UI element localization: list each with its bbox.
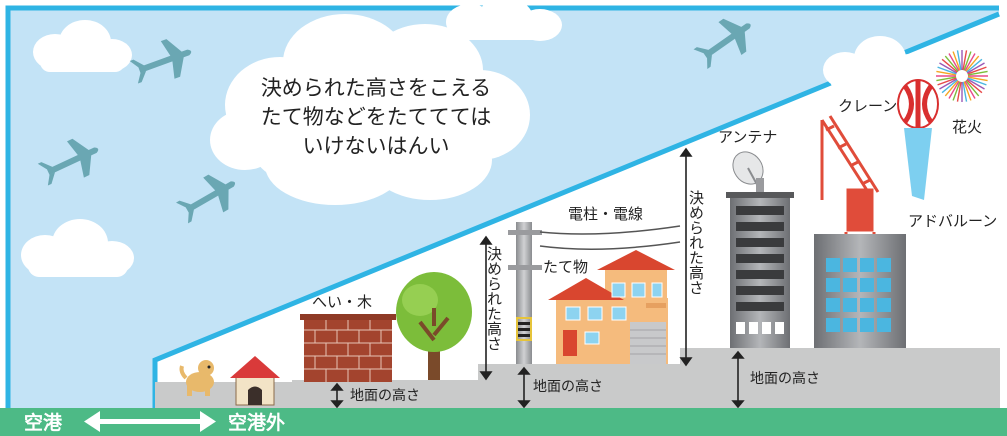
firework-spark [939,78,958,90]
firework-spark [936,70,957,76]
airplane-icon [129,39,192,84]
cloud-icon [33,20,132,72]
firework-spark [967,70,988,76]
airport-label: 空港 [24,411,63,434]
firework-spark [937,77,957,86]
firework-spark [956,81,962,102]
limit-height-label: 決められた高さ [485,246,503,351]
cloud-icon [446,0,562,41]
outside-airport-label: 空港外 [228,411,285,434]
ad-balloon-label: アドバルーン [908,212,997,230]
ground-height-label: 地面の高さ [750,370,820,387]
airplane-icon [37,138,99,186]
brick-wall [300,314,396,382]
firework-spark [962,81,968,102]
cloud-text-line-2: たて物などをたててては [261,105,492,129]
antenna-label: アンテナ [718,128,777,146]
firework-spark [962,50,968,71]
ad-balloon-icon [897,79,939,200]
ground-terrain [155,348,1000,408]
firework-spark [966,79,983,94]
building-label: たて物 [543,258,588,276]
firework-spark [952,51,961,71]
firework-spark [967,66,987,75]
firework-spark [966,62,985,74]
firework-spark [937,66,957,75]
utility-pole [508,222,542,364]
firework-spark [941,79,958,94]
firework-spark [956,50,962,71]
firework-spark [941,58,958,73]
house-icon [548,250,675,364]
firework-spark [966,58,983,73]
limit-height-marker [479,147,693,381]
firework-spark [963,51,972,71]
dog-icon [179,360,214,396]
fireworks-label: 花火 [952,118,982,136]
firework-spark [965,80,980,97]
utility-pole-label: 電柱・電線 [568,205,643,223]
double-arrow-icon [84,411,216,432]
limit-height-label: 決められた高さ [687,190,705,295]
firework-spark [952,81,961,101]
antenna-icon [732,151,764,194]
main-cloud [210,14,530,205]
firework-spark [939,62,958,74]
firework-spark [944,80,959,97]
glass-building [814,234,906,348]
cloud-text-line-3: いけないはんい [303,134,450,158]
firework-spark [967,77,987,86]
firework-spark [963,81,972,101]
fence-tree-label: へい・木 [312,293,372,311]
ground-height-label: 地面の高さ [350,387,420,404]
firework-spark [936,76,957,82]
airplane-icon [176,174,236,224]
firework-spark [964,80,976,99]
tree-icon [396,272,472,380]
fireworks-icon [936,50,988,102]
ground-height-marker [330,350,745,409]
airplane-icon [693,18,751,70]
ground-height-label: 地面の高さ [533,378,603,395]
cloud-icon [823,36,930,90]
firework-spark [965,55,980,72]
crane-label: クレーン [838,97,897,115]
power-lines [539,225,681,250]
firework-spark [948,53,960,72]
crane-icon [820,115,880,268]
firework-spark [966,78,985,90]
firework-spark [948,80,960,99]
firework-spark [944,55,959,72]
doghouse-icon [230,356,280,406]
cloud-text-line-1: 決められた高さをこえる [261,76,491,100]
firework-spark [964,53,976,72]
cloud-icon [21,219,134,277]
tall-building [726,192,794,348]
firework-spark [967,76,988,82]
